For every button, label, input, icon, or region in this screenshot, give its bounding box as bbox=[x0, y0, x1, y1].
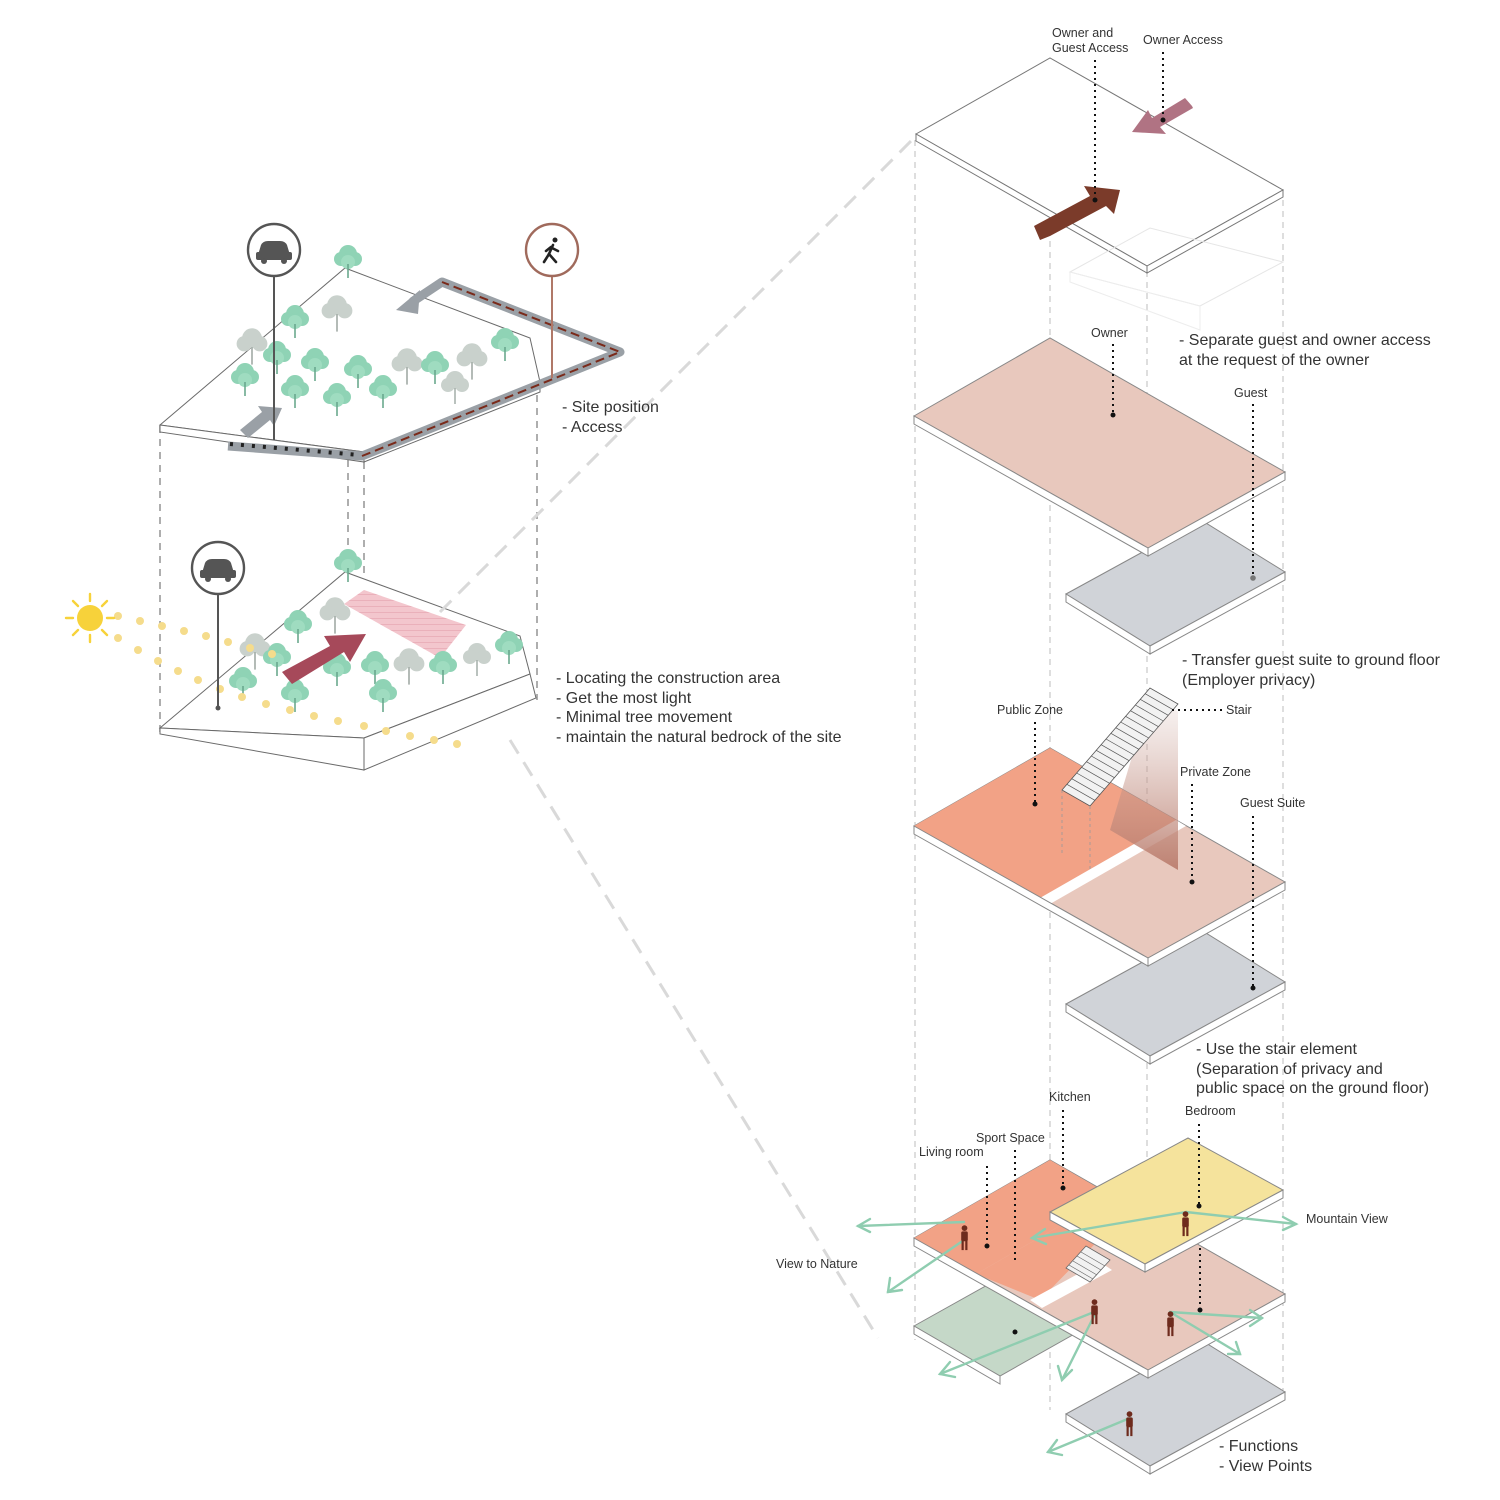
car-icon bbox=[256, 241, 292, 264]
site-position-note: - Site position - Access bbox=[562, 399, 659, 436]
zoning-layer bbox=[912, 687, 1287, 1065]
car-pin-lower bbox=[190, 540, 246, 711]
stair-tread bbox=[1096, 750, 1125, 767]
site-diagram bbox=[64, 222, 625, 771]
owner-guest-access-arrow bbox=[1034, 186, 1120, 240]
access-path bbox=[227, 277, 625, 461]
stair-tread bbox=[1091, 755, 1120, 773]
mountain-view-label: Mountain View bbox=[1306, 1212, 1388, 1226]
zoom-connectors bbox=[438, 138, 914, 1339]
stair-tread bbox=[1125, 716, 1154, 733]
owner-access-arrow bbox=[1132, 98, 1193, 134]
owner-guest-access-label: Owner and Guest Access bbox=[1052, 26, 1129, 55]
stair-tread bbox=[1105, 738, 1135, 756]
site-lower-slab bbox=[158, 571, 537, 771]
stair-tread bbox=[1135, 704, 1164, 722]
stair-tread bbox=[1130, 710, 1159, 727]
sport-space-label: Sport Space bbox=[976, 1131, 1045, 1145]
public-zone-area bbox=[914, 748, 1176, 898]
stair-tread bbox=[1100, 744, 1130, 761]
separation-layer bbox=[912, 337, 1287, 655]
car-pin-upper bbox=[246, 222, 302, 440]
public-zone-label: Public Zone bbox=[997, 703, 1064, 717]
construction-area-note: - Locating the construction area - Get t… bbox=[556, 670, 842, 746]
layer-stack bbox=[855, 52, 1299, 1475]
view-to-nature-label: View to Nature bbox=[776, 1257, 858, 1271]
bedroom-label: Bedroom bbox=[1185, 1104, 1236, 1118]
stair-element-note: - Use the stair element (Separation of p… bbox=[1196, 1041, 1430, 1097]
functions-layer bbox=[855, 1110, 1299, 1475]
guest-label: Guest bbox=[1234, 386, 1268, 400]
car-icon bbox=[200, 559, 236, 582]
sun-path bbox=[114, 612, 461, 748]
living-room-label: Living room bbox=[919, 1145, 984, 1159]
stair-tread bbox=[1110, 733, 1140, 750]
stair-tread bbox=[1081, 767, 1110, 784]
stair-tread bbox=[1086, 761, 1115, 778]
owner-label: Owner bbox=[1091, 326, 1128, 340]
transfer-guest-note: - Transfer guest suite to ground floor (… bbox=[1182, 652, 1440, 689]
view-arrows bbox=[855, 1210, 1299, 1457]
guest-suite-label: Guest Suite bbox=[1240, 796, 1306, 810]
entry-arrow bbox=[240, 406, 282, 438]
stair-tread bbox=[1140, 699, 1169, 716]
stair-tread bbox=[1144, 693, 1174, 710]
stair-label: Stair bbox=[1226, 703, 1252, 717]
private-zone-label: Private Zone bbox=[1180, 765, 1251, 779]
stair-tread bbox=[1071, 778, 1100, 795]
stair-tread bbox=[1115, 727, 1144, 744]
stair-element bbox=[1061, 687, 1179, 870]
stair-tread bbox=[1066, 784, 1096, 801]
pedestrian-pin bbox=[524, 222, 580, 378]
construction-area bbox=[344, 590, 466, 658]
stair-tread bbox=[1076, 772, 1105, 790]
construction-access-arrow bbox=[282, 634, 366, 684]
pedestrian-icon bbox=[542, 237, 560, 264]
functions-note: - Functions - View Points bbox=[1219, 1438, 1313, 1475]
owner-access-label: Owner Access bbox=[1143, 33, 1223, 47]
separate-access-note: - Separate guest and owner access at the… bbox=[1179, 332, 1431, 369]
stair-tread bbox=[1120, 721, 1149, 739]
sun-icon bbox=[64, 592, 116, 644]
access-layer bbox=[914, 52, 1285, 331]
stair-element bbox=[1065, 1245, 1111, 1283]
kitchen-label: Kitchen bbox=[1049, 1090, 1091, 1104]
